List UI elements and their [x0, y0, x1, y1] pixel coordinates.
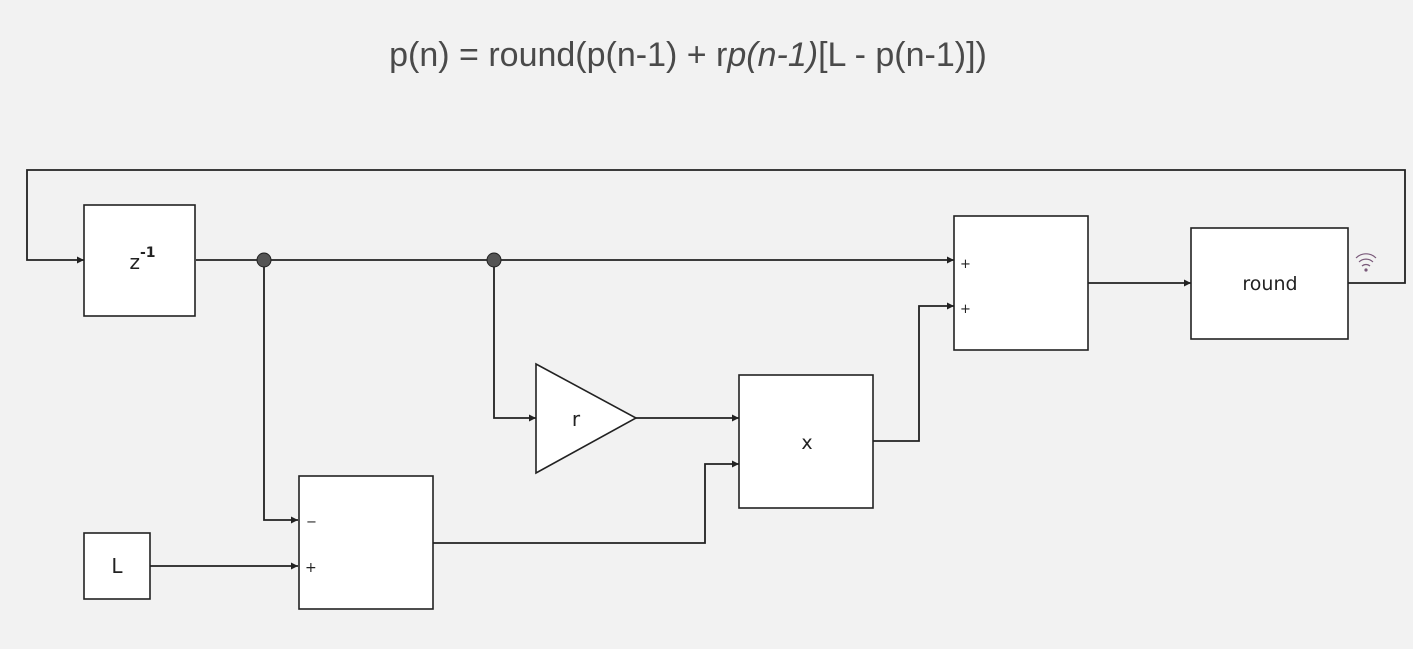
formula-part-2: [L - p(n-1)]) — [818, 36, 987, 74]
sum-bottom-plus-sign: + — [305, 560, 317, 576]
junction-dot — [486, 252, 502, 268]
sum-bottom-minus-sign: − — [306, 515, 317, 530]
product-label: x — [801, 432, 812, 454]
round-label: round — [1242, 273, 1297, 295]
wires — [26, 169, 1406, 570]
branch-to-gain-wire — [493, 260, 536, 422]
gain-label: r — [572, 407, 581, 431]
delay-superscript: -1 — [140, 245, 156, 261]
sum-top-block[interactable]: + + — [953, 215, 1089, 351]
signal-icon — [1355, 253, 1377, 272]
delay-label: z — [130, 250, 141, 274]
formula-title: p(n) = round(p(n-1) + rp(n-1)[L - p(n-1)… — [0, 36, 1376, 75]
delay-block[interactable]: z -1 — [83, 204, 196, 317]
gain-block[interactable]: r — [535, 362, 638, 475]
sum-top-plus-sign-2: + — [960, 302, 971, 317]
constant-block[interactable]: L — [83, 532, 151, 600]
formula-italic: p(n-1) — [727, 36, 819, 74]
feedback-wire — [26, 169, 1406, 284]
constant-label: L — [111, 554, 123, 578]
product-block[interactable]: x — [738, 374, 874, 509]
branch-to-sum-bottom-wire — [263, 260, 298, 524]
round-block[interactable]: round — [1190, 227, 1349, 340]
sum-bottom-block[interactable]: − + — [298, 475, 434, 610]
sum-top-plus-sign-1: + — [960, 257, 971, 272]
sum-bottom-to-product-wire — [433, 460, 739, 544]
formula-part-1: p(n) = round(p(n-1) + r — [389, 36, 728, 74]
junction-dot — [256, 252, 272, 268]
product-to-sum-top-wire — [873, 302, 954, 442]
